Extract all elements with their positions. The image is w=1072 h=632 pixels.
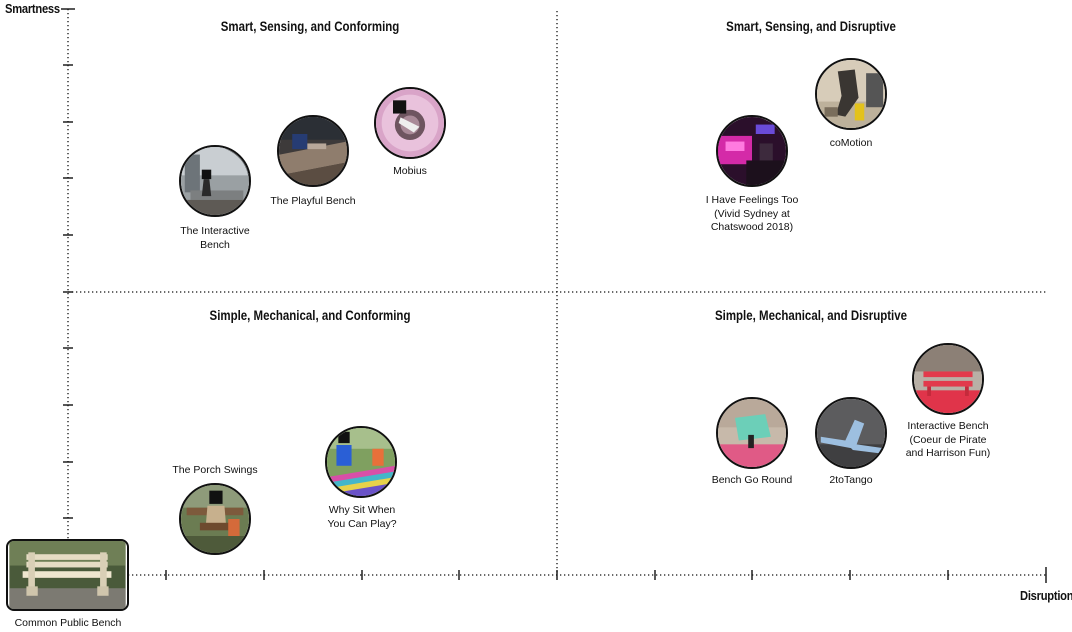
y-axis-ticks (61, 8, 75, 519)
quadrant-title-top-right: Smart, Sensing, and Disruptive (726, 18, 896, 34)
y-axis-label: Smartness (5, 1, 60, 16)
bench-go-round-photo (716, 397, 788, 469)
two-to-tango-label: 2toTango (829, 474, 873, 486)
playful-bench-label: The Playful Bench (270, 195, 356, 207)
why-sit-photo (325, 426, 397, 498)
mobius-photo (374, 87, 446, 159)
porch-swings-label: The Porch Swings (172, 464, 258, 476)
quadrant-title-bottom-right: Simple, Mechanical, and Disruptive (714, 307, 908, 323)
common-bench-label: Common Public Bench (14, 617, 122, 629)
interactive-bench-photo (179, 145, 251, 217)
mobius-label: Mobius (393, 165, 427, 177)
comotion-photo (815, 58, 887, 130)
common-bench-photo (6, 539, 129, 611)
playful-bench-photo (277, 115, 349, 187)
x-axis-label: Disruption (1020, 588, 1072, 603)
why-sit-label: Why Sit When You Can Play? (327, 504, 397, 530)
i-have-feelings-photo (716, 115, 788, 187)
porch-swings-photo (179, 483, 251, 555)
quadrant-title-bottom-left: Simple, Mechanical, and Conforming (209, 307, 411, 323)
interactive-bench-coeur-label: Interactive Bench (Coeur de Pirate and H… (905, 420, 991, 459)
i-have-feelings-label: I Have Feelings Too (Vivid Sydney at Cha… (705, 194, 799, 233)
interactive-bench-coeur-photo (912, 343, 984, 415)
comotion-label: coMotion (829, 137, 873, 149)
two-to-tango-photo (815, 397, 887, 469)
x-axis-ticks (165, 567, 1047, 583)
bench-go-round-label: Bench Go Round (711, 474, 793, 486)
interactive-bench-label: The Interactive Bench (180, 225, 250, 251)
quadrant-title-top-left: Smart, Sensing, and Conforming (220, 18, 400, 34)
